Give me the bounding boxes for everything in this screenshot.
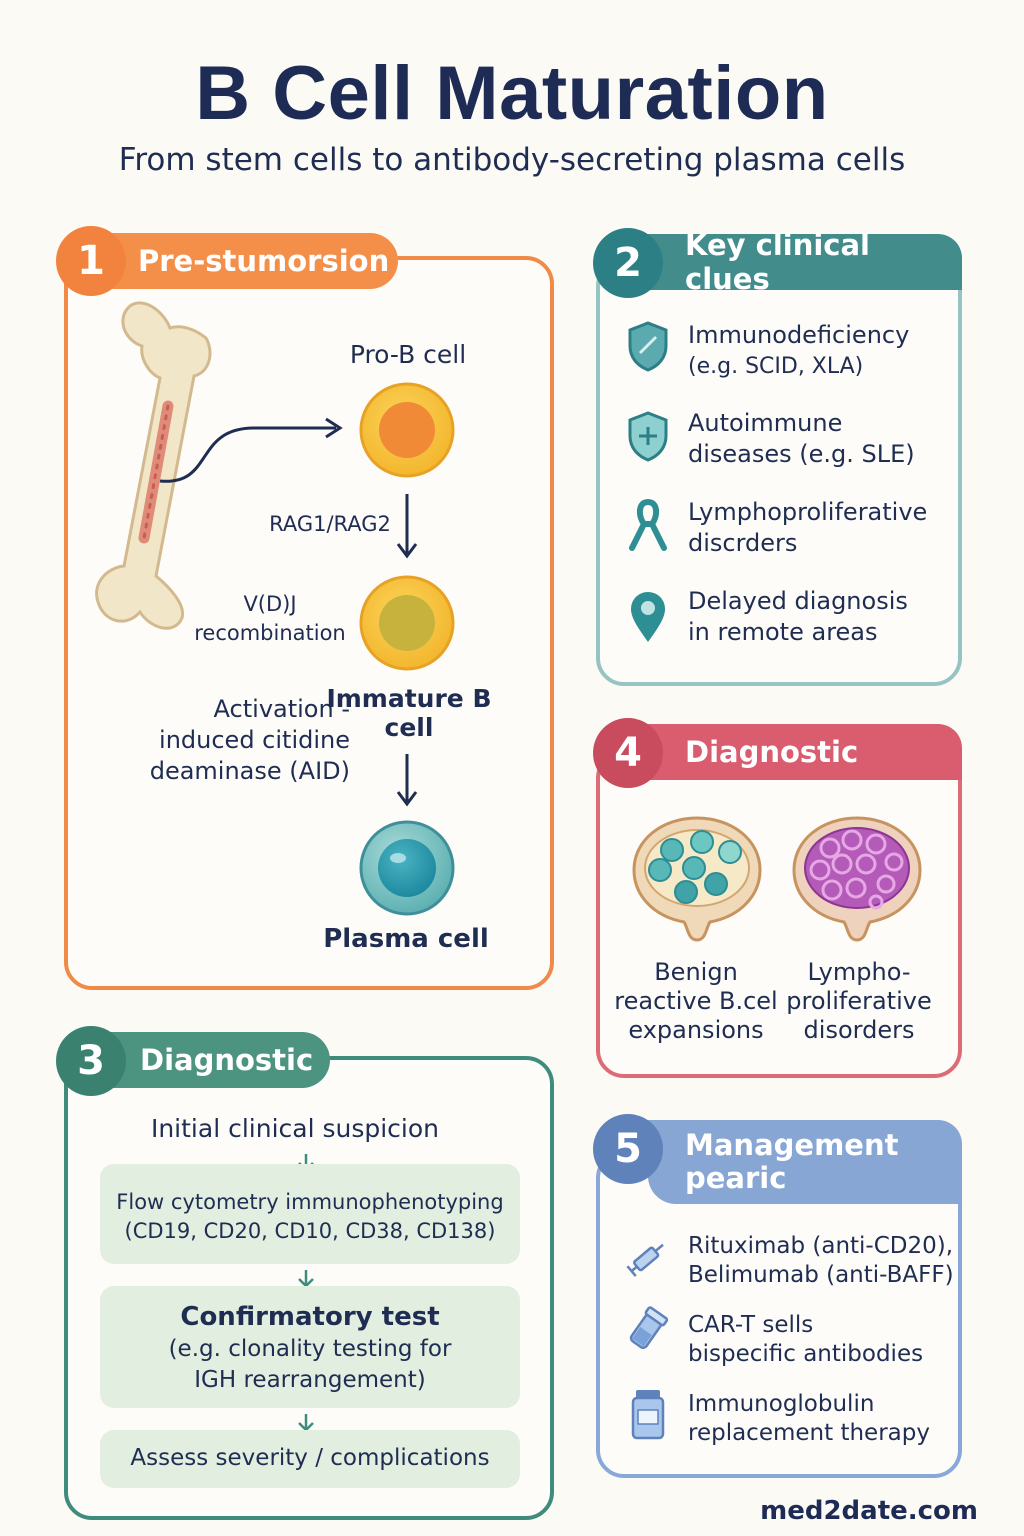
step-initial-suspicion: Initial clinical suspicion [150,1114,440,1143]
footer-brand: med2date.com [760,1496,978,1526]
mgmt-immunoglobulin: Immunoglobulin replacement therapy [688,1391,930,1446]
maturation-diagram [95,301,455,916]
panel3-header-label: Diagnostic [140,1043,314,1077]
panel3-number-badge: 3 [56,1026,126,1096]
lymphoproliferative-node-icon [792,816,922,942]
panel5-header-label: Management pearic [685,1128,899,1195]
immature-b-cell [359,575,455,671]
rag-label: RAG1/RAG2 [269,512,391,536]
panel3-header: Diagnostic [92,1032,330,1088]
panel1-header-label: Pre-stumorsion [138,244,390,278]
page-title: B Cell Maturation [195,51,829,136]
panel4-header-label: Diagnostic [685,735,859,769]
immature-b-label: Immature B cell [326,684,492,742]
medicine-bottle-icon [631,1390,665,1440]
panel2-header: Key clinical clues [628,228,962,296]
location-pin-icon [631,592,665,642]
panel2-number-badge: 2 [593,228,663,298]
pro-b-label: Pro-B cell [349,340,467,369]
mgmt-car-t: CAR-T sells bispecific antibodies [688,1312,924,1367]
plasma-cell [359,820,455,916]
clue-immunodeficiency: Immunodeficiency (e.g. SCID, XLA) [688,321,910,379]
step-assess-severity: Assess severity / complications [100,1430,520,1488]
panel5-header: Management pearic [648,1120,962,1204]
clue-autoimmune: Autoimmune diseases (e.g. SLE) [688,409,915,468]
page-subtitle: From stem cells to antibody-secreting pl… [118,142,906,178]
panel5-number-badge: 5 [593,1114,663,1184]
shield-plus-icon [628,411,668,462]
ribbon-icon [629,499,667,551]
clue-lymphoproliferative: Lymphoproliferative discrders [688,498,928,557]
step-flow-cytometry: Flow cytometry immunophenotyping (CD19, … [100,1164,520,1264]
syringe-icon [626,1243,664,1277]
clue-delayed-diagnosis: Delayed diagnosis in remote areas [688,587,908,646]
benign-lymph-node-icon [632,816,762,942]
panel1-header: Pre-stumorsion [92,233,398,289]
pro-b-cell [359,382,455,478]
panel-pre-stumorsion [64,256,554,990]
panel4-number-badge: 4 [593,718,663,788]
shield-icon [628,321,668,372]
marrow-to-pro-b-arrow [159,426,336,483]
lymphoproliferative-label: Lympho- proliferative disorders [786,958,932,1044]
plasma-label: Plasma cell [323,924,489,954]
panel2-header-label: Key clinical clues [685,228,870,296]
panel1-number-badge: 1 [56,226,126,296]
panel4-header: Diagnostic [628,724,962,780]
mgmt-rituximab: Rituximab (anti-CD20), Belimumab (anti-B… [688,1233,954,1288]
aid-label: Activation - induced citidine deaminase … [149,695,350,785]
step-confirmatory-test: Confirmatory test (e.g. clonality testin… [100,1286,520,1408]
bone-icon [95,301,212,630]
vial-icon [629,1306,669,1350]
vdj-label: V(D)J recombination [194,592,346,645]
benign-label: Benign reactive B.cel expansions [614,958,778,1044]
